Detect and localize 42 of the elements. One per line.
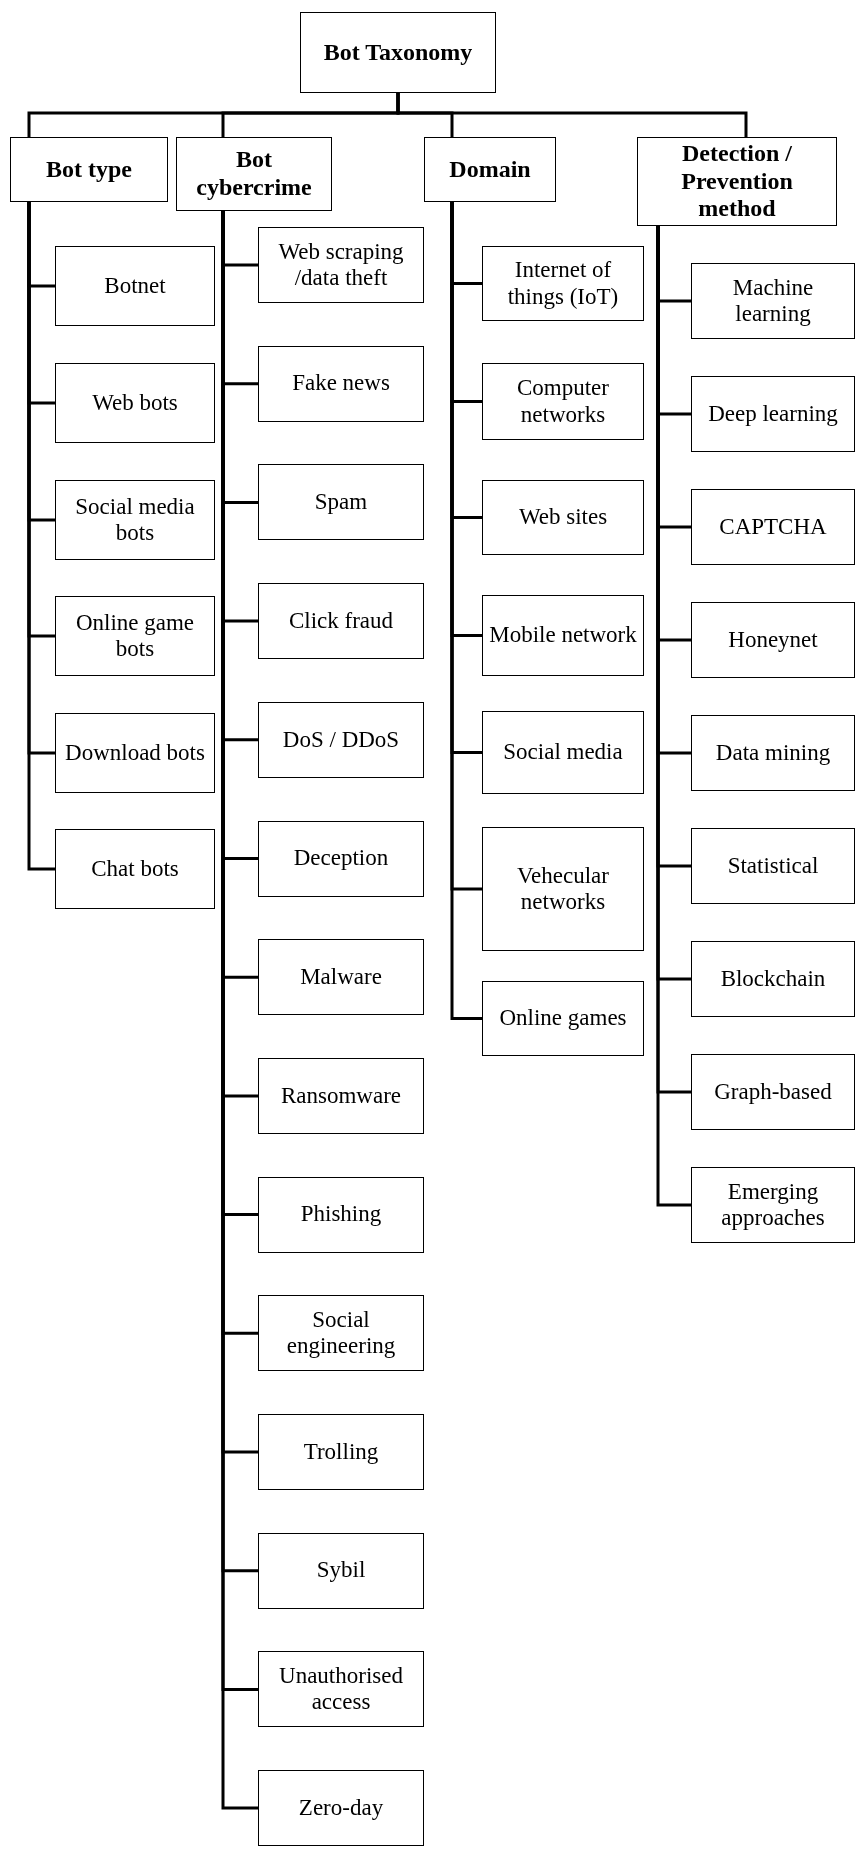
- item-box: Unauthorised access: [258, 1651, 424, 1728]
- item-box: Web scraping /data theft: [258, 227, 424, 303]
- item-box: Deep learning: [691, 376, 855, 452]
- item-box: Spam: [258, 464, 424, 541]
- item-box: Online game bots: [55, 596, 215, 676]
- connector-line: [396, 93, 748, 137]
- item-box: Machine learning: [691, 263, 855, 339]
- item-box: Ransomware: [258, 1057, 424, 1134]
- category-box: Bot Taxonomy: [300, 12, 496, 93]
- category-box: Detection / Prevention method: [637, 137, 837, 226]
- item-box: Blockchain: [691, 941, 855, 1017]
- item-box: Mobile network: [482, 595, 644, 676]
- item-box: Zero-day: [258, 1770, 424, 1847]
- item-box: Click fraud: [258, 583, 424, 660]
- item-box: CAPTCHA: [691, 489, 855, 565]
- item-box: Online games: [482, 981, 644, 1056]
- item-box: Emerging approaches: [691, 1167, 855, 1243]
- item-box: Social engineering: [258, 1295, 424, 1372]
- item-box: Sybil: [258, 1532, 424, 1609]
- item-box: Deception: [258, 820, 424, 897]
- item-box: Trolling: [258, 1414, 424, 1490]
- item-box: Social media: [482, 711, 644, 794]
- item-box: Phishing: [258, 1176, 424, 1253]
- item-box: Chat bots: [55, 829, 215, 909]
- item-box: Internet of things (IoT): [482, 246, 644, 321]
- item-box: Fake news: [258, 345, 424, 422]
- item-box: Download bots: [55, 713, 215, 793]
- item-box: DoS / DDoS: [258, 701, 424, 778]
- item-box: Social media bots: [55, 480, 215, 560]
- item-box: Graph-based: [691, 1054, 855, 1130]
- item-box: Computer networks: [482, 363, 644, 440]
- item-box: Vehecular networks: [482, 827, 644, 951]
- item-box: Data mining: [691, 715, 855, 791]
- category-box: Bot cybercrime: [176, 137, 332, 211]
- item-box: Honeynet: [691, 602, 855, 678]
- item-box: Statistical: [691, 828, 855, 904]
- item-box: Botnet: [55, 246, 215, 326]
- category-box: Bot type: [10, 137, 168, 202]
- category-box: Domain: [424, 137, 556, 202]
- item-box: Malware: [258, 939, 424, 1016]
- item-box: Web bots: [55, 363, 215, 443]
- item-box: Web sites: [482, 480, 644, 555]
